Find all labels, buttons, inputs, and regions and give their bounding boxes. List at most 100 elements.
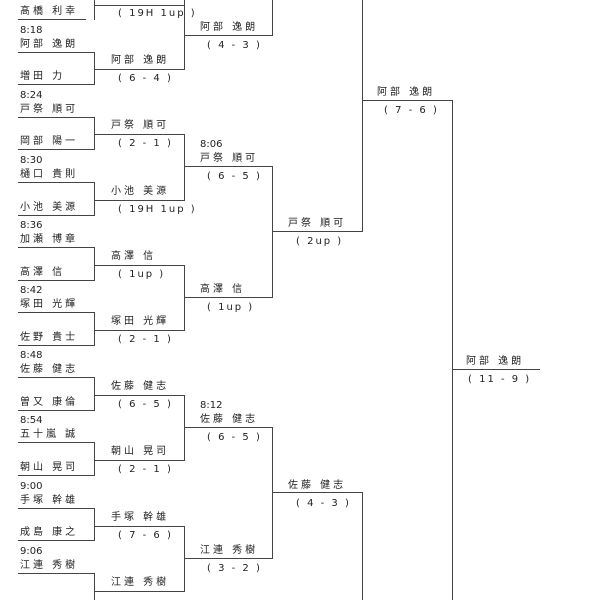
bracket-line: [184, 558, 202, 559]
bracket-line: [94, 460, 110, 461]
bracket-line: [18, 377, 86, 378]
player-name: 戸祭 順可: [20, 104, 79, 115]
bracket-line: [184, 166, 202, 167]
bracket-line: [86, 149, 94, 150]
match-score: ( 7 - 6 ): [118, 530, 173, 541]
player-name: 塚田 光輝: [20, 299, 79, 310]
player-name: 増田 力: [20, 71, 66, 82]
bracket-line: [184, 265, 185, 331]
bracket-line: [198, 35, 264, 36]
bracket-line: [176, 5, 184, 6]
bracket-line: [198, 297, 264, 298]
bracket-line: [94, 69, 110, 70]
match-time: 8:12: [200, 400, 223, 411]
bracket-line: [286, 492, 352, 493]
bracket-line: [18, 52, 86, 53]
player-name: 高澤 信: [20, 267, 66, 278]
bracket-line: [94, 395, 110, 396]
winner-name: 高澤 信: [111, 251, 157, 262]
bracket-line: [362, 492, 363, 600]
winner-name: 阿部 逸朗: [377, 87, 436, 98]
match-time: 9:06: [20, 546, 43, 557]
winner-name: 阿部 逸朗: [111, 55, 170, 66]
winner-name: 塚田 光輝: [111, 316, 170, 327]
match-score: ( 2 - 1 ): [118, 138, 173, 149]
bracket-line: [198, 427, 264, 428]
winner-name: 戸祭 順可: [111, 120, 170, 131]
bracket-line: [18, 280, 86, 281]
bracket-line: [110, 5, 176, 6]
winner-name: 江連 秀樹: [200, 545, 259, 556]
winner-name: 小池 美源: [111, 186, 170, 197]
bracket-line: [18, 573, 86, 574]
bracket-line: [272, 0, 273, 36]
bracket-line: [176, 395, 184, 396]
player-name: 岡部 陽一: [20, 136, 79, 147]
bracket-line: [362, 100, 376, 101]
bracket-line: [184, 297, 202, 298]
bracket-line: [86, 475, 94, 476]
bracket-line: [176, 526, 184, 527]
match-time: 8:30: [20, 155, 43, 166]
bracket-line: [18, 312, 86, 313]
bracket-line: [94, 526, 110, 527]
bracket-line: [94, 0, 95, 20]
winner-name: 朝山 晃司: [111, 446, 170, 457]
bracket-line: [110, 395, 176, 396]
bracket-line: [18, 149, 86, 150]
bracket-line: [94, 591, 110, 592]
bracket-line: [110, 591, 176, 592]
bracket-line: [176, 69, 184, 70]
winner-name: 佐藤 健志: [288, 480, 347, 491]
winner-name: 阿部 逸朗: [200, 22, 259, 33]
match-score: ( 6 - 5 ): [207, 432, 262, 443]
bracket-line: [94, 330, 110, 331]
winner-name: 江連 秀樹: [111, 577, 170, 588]
match-time: 8:54: [20, 415, 43, 426]
bracket-line: [94, 200, 110, 201]
bracket-line: [452, 369, 466, 370]
bracket-line: [110, 265, 176, 266]
bracket-line: [110, 69, 176, 70]
bracket-line: [94, 442, 95, 476]
bracket-line: [264, 166, 272, 167]
match-score: ( 3 - 2 ): [207, 563, 262, 574]
bracket-line: [18, 247, 86, 248]
bracket-line: [198, 166, 264, 167]
match-score: ( 19H 1up ): [118, 8, 197, 19]
match-score: ( 6 - 4 ): [118, 73, 173, 84]
bracket-line: [176, 591, 184, 592]
bracket-line: [86, 215, 94, 216]
bracket-line: [198, 558, 264, 559]
bracket-line: [272, 427, 273, 559]
match-score: ( 1up ): [118, 269, 166, 280]
bracket-line: [18, 345, 86, 346]
bracket-line: [94, 247, 95, 281]
bracket-line: [376, 100, 442, 101]
bracket-line: [286, 231, 352, 232]
match-time: 8:48: [20, 350, 43, 361]
player-name: 江連 秀樹: [20, 560, 79, 571]
match-score: ( 1up ): [207, 302, 255, 313]
match-score: ( 2 - 1 ): [118, 464, 173, 475]
bracket-line: [272, 231, 288, 232]
bracket-line: [464, 369, 540, 370]
bracket-line: [452, 100, 453, 600]
bracket-line: [86, 410, 94, 411]
bracket-line: [264, 558, 272, 559]
bracket-line: [18, 215, 86, 216]
bracket-line: [184, 35, 202, 36]
winner-name: 戸祭 順可: [200, 153, 259, 164]
bracket-line: [362, 0, 363, 232]
match-score: ( 7 - 6 ): [384, 105, 439, 116]
bracket-line: [94, 312, 95, 346]
bracket-line: [110, 330, 176, 331]
bracket-line: [86, 280, 94, 281]
match-time: 8:36: [20, 220, 43, 231]
match-score: ( 4 - 3 ): [296, 498, 351, 509]
bracket-line: [86, 540, 94, 541]
bracket-line: [184, 427, 202, 428]
match-score: ( 2up ): [296, 236, 344, 247]
player-name: 佐野 貴士: [20, 332, 79, 343]
